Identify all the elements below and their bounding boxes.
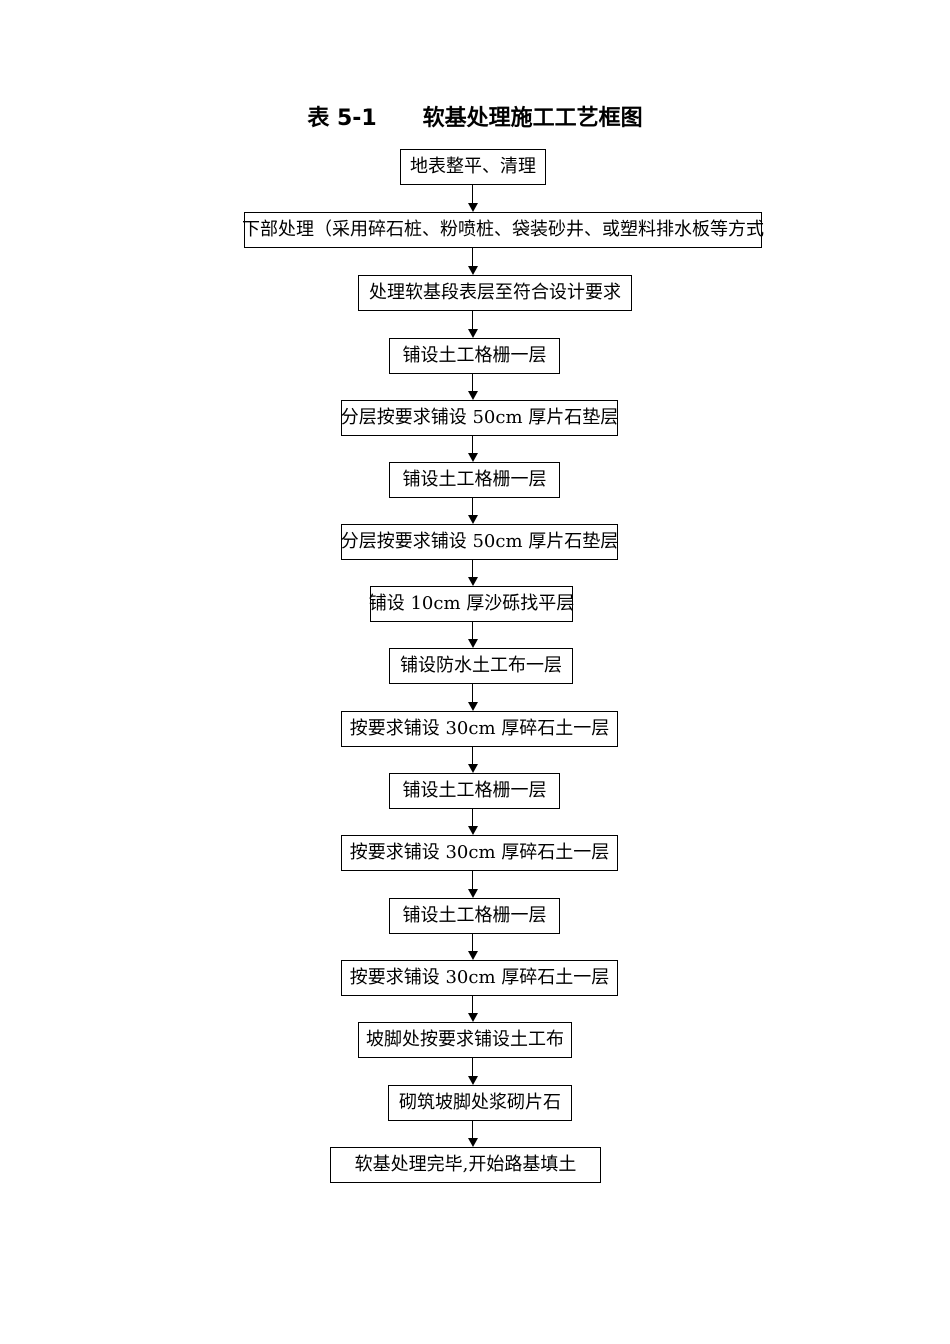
arrow-down-icon: [467, 764, 478, 773]
flow-node-label: 地表整平、清理: [410, 156, 536, 177]
flow-node: 坡脚处按要求铺设土工布: [358, 1022, 572, 1058]
flow-node: 按要求铺设 30cm 厚碎石土一层: [341, 711, 618, 747]
flow-node: 铺设土工格栅一层: [389, 898, 560, 934]
flow-node-label: 按要求铺设 30cm 厚碎石土一层: [349, 718, 610, 739]
flow-node: 铺设土工格栅一层: [389, 773, 560, 809]
flow-node-label: 坡脚处按要求铺设土工布: [366, 1029, 564, 1050]
flow-connector: [472, 560, 474, 578]
flow-connector: [472, 871, 474, 890]
flow-connector: [472, 809, 474, 827]
flow-connector: [472, 374, 474, 392]
arrow-down-icon: [467, 1013, 478, 1022]
flow-node-label: 铺设 10cm 厚沙砾找平层: [368, 593, 575, 614]
flow-node: 地表整平、清理: [400, 149, 546, 185]
flow-node-label: 铺设土工格栅一层: [402, 345, 547, 366]
flow-node-label: 分层按要求铺设 50cm 厚片石垫层: [340, 407, 619, 428]
flow-node-label: 铺设土工格栅一层: [402, 905, 547, 926]
flow-node: 软基处理完毕,开始路基填土: [330, 1147, 601, 1183]
flow-node: 铺设土工格栅一层: [389, 462, 560, 498]
flow-node: 分层按要求铺设 50cm 厚片石垫层: [341, 400, 618, 436]
arrow-down-icon: [467, 826, 478, 835]
flow-node-label: 铺设防水土工布一层: [400, 655, 562, 676]
arrow-down-icon: [467, 577, 478, 586]
flow-connector: [472, 934, 474, 952]
flow-node: 铺设防水土工布一层: [389, 648, 573, 684]
flow-node-label: 处理软基段表层至符合设计要求: [369, 282, 621, 303]
flow-node-label: 铺设土工格栅一层: [402, 469, 547, 490]
flow-node: 分层按要求铺设 50cm 厚片石垫层: [341, 524, 618, 560]
page-title: 表 5-1 软基处理施工工艺框图: [307, 106, 643, 131]
flow-node: 下部处理（采用碎石桩、粉喷桩、袋装砂井、或塑料排水板等方式: [242, 212, 764, 248]
flow-node: 处理软基段表层至符合设计要求: [358, 275, 632, 311]
flow-connector: [472, 436, 474, 454]
flow-connector: [472, 747, 474, 765]
flow-node: 铺设 10cm 厚沙砾找平层: [368, 586, 575, 622]
arrow-down-icon: [467, 391, 478, 400]
flow-node: 按要求铺设 30cm 厚碎石土一层: [341, 960, 618, 996]
arrow-down-icon: [467, 453, 478, 462]
flow-connector: [472, 248, 474, 267]
flow-connector: [472, 311, 474, 330]
flow-node-label: 砌筑坡脚处浆砌片石: [399, 1092, 561, 1113]
flow-connector: [472, 498, 474, 516]
flow-node-label: 下部处理（采用碎石桩、粉喷桩、袋装砂井、或塑料排水板等方式: [242, 219, 764, 240]
flow-node-label: 铺设土工格栅一层: [402, 780, 547, 801]
flow-connector: [472, 622, 474, 640]
flow-node: 铺设土工格栅一层: [389, 338, 560, 374]
flow-connector: [472, 1058, 474, 1077]
flow-node-label: 分层按要求铺设 50cm 厚片石垫层: [340, 531, 619, 552]
arrow-down-icon: [467, 889, 478, 898]
flow-connector: [472, 684, 474, 703]
arrow-down-icon: [467, 951, 478, 960]
arrow-down-icon: [467, 515, 478, 524]
arrow-down-icon: [467, 702, 478, 711]
flow-node-label: 软基处理完毕,开始路基填土: [354, 1154, 577, 1175]
arrow-down-icon: [467, 1076, 478, 1085]
flow-connector: [472, 185, 474, 204]
arrow-down-icon: [467, 266, 478, 275]
flow-node: 按要求铺设 30cm 厚碎石土一层: [341, 835, 618, 871]
flow-connector: [472, 1121, 474, 1139]
flow-node-label: 按要求铺设 30cm 厚碎石土一层: [349, 967, 610, 988]
arrow-down-icon: [467, 639, 478, 648]
arrow-down-icon: [467, 1138, 478, 1147]
flow-node-label: 按要求铺设 30cm 厚碎石土一层: [349, 842, 610, 863]
arrow-down-icon: [467, 329, 478, 338]
flow-node: 砌筑坡脚处浆砌片石: [388, 1085, 572, 1121]
flow-connector: [472, 996, 474, 1014]
arrow-down-icon: [467, 203, 478, 212]
